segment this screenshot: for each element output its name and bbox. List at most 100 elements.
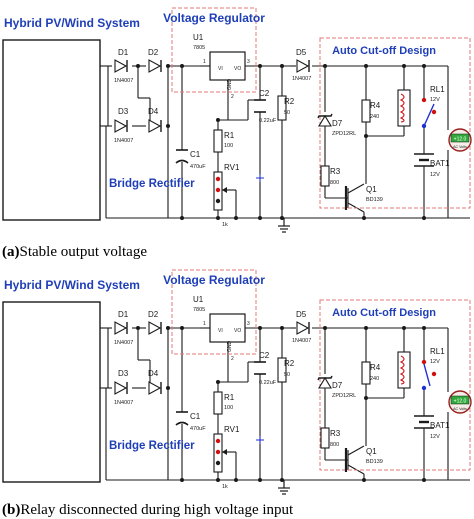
- probe-marker: [256, 174, 264, 182]
- panel-a-schematic: +12.0 AC Volts Hybrid PV/Wind System Vol…: [0, 0, 474, 240]
- relay-contact: [421, 97, 437, 129]
- system-title: Hybrid PV/Wind System: [4, 16, 140, 30]
- pin-vo: VO: [234, 66, 241, 72]
- value-r1: 100: [224, 405, 233, 411]
- cutoff-title: Auto Cut-off Design: [332, 45, 436, 57]
- part-d1: 1N4007: [114, 78, 133, 84]
- part-u1: 7805: [193, 45, 205, 51]
- label-r1: R1: [224, 131, 235, 140]
- resistor-r2: [277, 95, 287, 121]
- pin-vo: VO: [234, 328, 241, 334]
- value-r4: 240: [370, 376, 379, 382]
- value-rl1: 12V: [430, 97, 440, 103]
- label-c1: C1: [190, 412, 201, 421]
- potentiometer-rv1: [213, 171, 228, 211]
- label-r2: R2: [284, 97, 295, 106]
- zener-d7: [317, 113, 333, 127]
- relay-contact: [421, 359, 437, 391]
- label-d2: D2: [148, 48, 159, 57]
- voltmeter: +12.0 AC Volts: [448, 390, 472, 414]
- part-d3: 1N4007: [114, 400, 133, 406]
- part-d7: ZPD12RL: [332, 393, 356, 399]
- regulator-chip: [209, 51, 246, 81]
- pin-3: 3: [247, 321, 250, 327]
- resistor-r1: [213, 129, 223, 153]
- label-u1: U1: [193, 295, 204, 304]
- diode-d2: [148, 59, 162, 73]
- label-d3: D3: [118, 369, 129, 378]
- system-title: Hybrid PV/Wind System: [4, 278, 140, 292]
- meter-unit: AC Volts: [453, 407, 467, 411]
- caption-a-tag: (a): [2, 244, 20, 260]
- pin-1: 1: [203, 321, 206, 327]
- capacitor-c2: [254, 99, 266, 113]
- part-d1: 1N4007: [114, 340, 133, 346]
- value-r3: 800: [330, 442, 339, 448]
- label-r2: R2: [284, 359, 295, 368]
- probe-marker: [256, 436, 264, 444]
- pin-gnd: GND: [227, 341, 233, 353]
- value-rl1: 12V: [430, 359, 440, 365]
- label-rl1: RL1: [430, 347, 445, 356]
- junction-dots: [136, 64, 426, 220]
- label-q1: Q1: [366, 447, 377, 456]
- capacitor-c2: [254, 361, 266, 375]
- label-bat1: BAT1: [430, 421, 450, 430]
- diode-d2: [148, 321, 162, 335]
- label-u1: U1: [193, 33, 204, 42]
- rectifier-label: Bridge Rectifier: [109, 440, 195, 452]
- label-d5: D5: [296, 48, 307, 57]
- circuit-schematic: +12.0 AC Volts Hybrid PV/Wind System Vol…: [2, 269, 472, 495]
- caption-a: (a)Stable output voltage: [2, 244, 147, 261]
- zener-d7: [317, 375, 333, 389]
- part-d7: ZPD12RL: [332, 131, 356, 137]
- value-c2: 0.22uF: [259, 118, 277, 124]
- label-r4: R4: [370, 101, 381, 110]
- battery-bat1: [414, 153, 434, 167]
- resistor-r4: [361, 99, 371, 123]
- value-bat1: 12V: [430, 434, 440, 440]
- value-r4: 240: [370, 114, 379, 120]
- label-d7: D7: [332, 119, 343, 128]
- label-c1: C1: [190, 150, 201, 159]
- part-u1: 7805: [193, 307, 205, 313]
- caption-b: (b)Relay disconnected during high voltag…: [2, 502, 293, 519]
- label-d5: D5: [296, 310, 307, 319]
- regulator-group: [171, 7, 257, 93]
- value-r1: 100: [224, 143, 233, 149]
- label-rv1: RV1: [224, 163, 240, 172]
- label-rl1: RL1: [430, 85, 445, 94]
- panel-b-schematic: +12.0 AC Volts Hybrid PV/Wind System Vol…: [0, 262, 474, 502]
- capacitor-c1: [175, 149, 189, 164]
- value-r2: 50: [284, 372, 290, 378]
- label-r3: R3: [330, 429, 341, 438]
- resistor-r3: [320, 165, 330, 187]
- label-d4: D4: [148, 369, 159, 378]
- diode-d3: [114, 119, 128, 133]
- circuit-schematic: +12.0 AC Volts Hybrid PV/Wind System Vol…: [2, 7, 472, 233]
- diode-d3: [114, 381, 128, 395]
- label-rv1: RV1: [224, 425, 240, 434]
- label-q1: Q1: [366, 185, 377, 194]
- label-d4: D4: [148, 107, 159, 116]
- label-d2: D2: [148, 310, 159, 319]
- pin-2: 2: [231, 94, 234, 100]
- part-q1: BD139: [366, 459, 383, 465]
- resistor-r2: [277, 357, 287, 383]
- pin-1: 1: [203, 59, 206, 65]
- part-q1: BD139: [366, 197, 383, 203]
- diode-d5: [296, 59, 310, 73]
- junction-dots: [136, 326, 426, 482]
- caption-a-text: Stable output voltage: [19, 244, 147, 260]
- pin-2: 2: [231, 356, 234, 362]
- meter-unit: AC Volts: [453, 145, 467, 149]
- regulator-group: [171, 269, 257, 355]
- value-rv1: 1k: [222, 222, 228, 228]
- part-d5: 1N4007: [292, 338, 311, 344]
- value-r2: 50: [284, 110, 290, 116]
- value-c2: 0.22uF: [259, 380, 277, 386]
- capacitor-c1: [175, 411, 189, 426]
- label-bat1: BAT1: [430, 159, 450, 168]
- label-c2: C2: [259, 351, 270, 360]
- label-d1: D1: [118, 48, 129, 57]
